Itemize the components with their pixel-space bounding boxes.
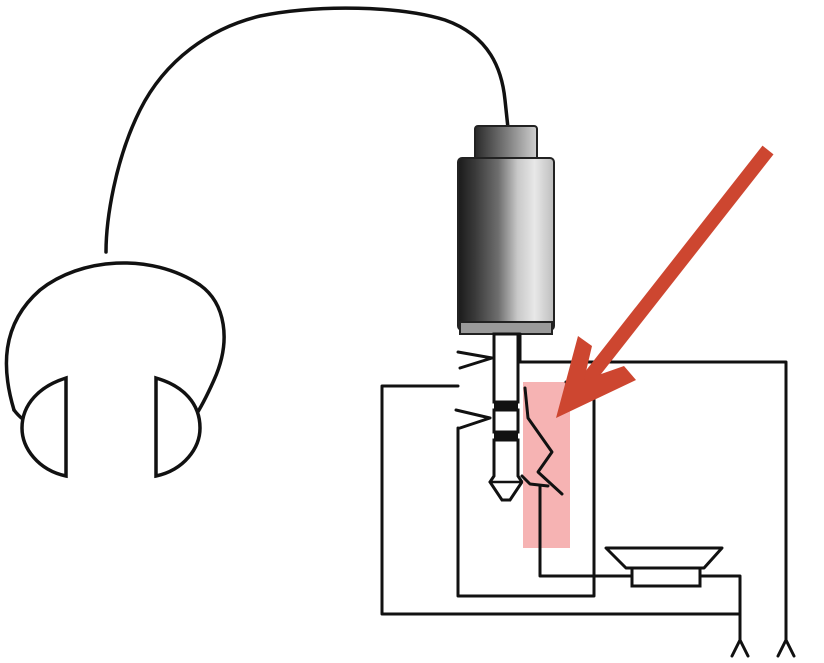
switch-contact-spring xyxy=(523,386,564,496)
plug-insulator-2 xyxy=(494,432,518,440)
wire-outer-loop xyxy=(380,384,742,642)
pointer-arrow-shaft xyxy=(572,145,774,397)
audio-plug-icon xyxy=(457,125,555,502)
plug-base-ring xyxy=(459,321,553,335)
plug-sleeve xyxy=(492,332,520,404)
sleeve-contact-spring xyxy=(456,350,494,370)
plug-insulator-1 xyxy=(494,402,518,410)
headphones-icon xyxy=(4,261,226,479)
jack-left-contacts xyxy=(454,350,494,430)
speaker-cone xyxy=(604,546,724,570)
wire-speaker-to-output xyxy=(698,574,742,616)
ring-contact-spring xyxy=(454,408,492,430)
speaker-icon xyxy=(604,546,724,588)
circuit-wiring xyxy=(380,332,788,642)
headphones-headband xyxy=(4,261,226,420)
wire-switch-to-speaker xyxy=(538,484,634,578)
speaker-magnet xyxy=(630,566,702,588)
pointer-arrow xyxy=(556,145,774,418)
switch-contact-tail xyxy=(520,474,550,488)
headphones-left-earcup xyxy=(20,375,68,479)
terminal-left xyxy=(730,638,750,658)
plug-tip xyxy=(488,438,524,502)
output-terminals xyxy=(730,638,796,658)
pointer-arrow-head xyxy=(556,336,636,418)
plug-ring xyxy=(492,408,520,434)
headphone-cable xyxy=(104,6,510,254)
plug-strain-relief xyxy=(474,125,538,161)
terminal-right xyxy=(776,638,796,658)
headphones-right-earcup xyxy=(154,375,202,479)
plug-body xyxy=(457,157,555,331)
